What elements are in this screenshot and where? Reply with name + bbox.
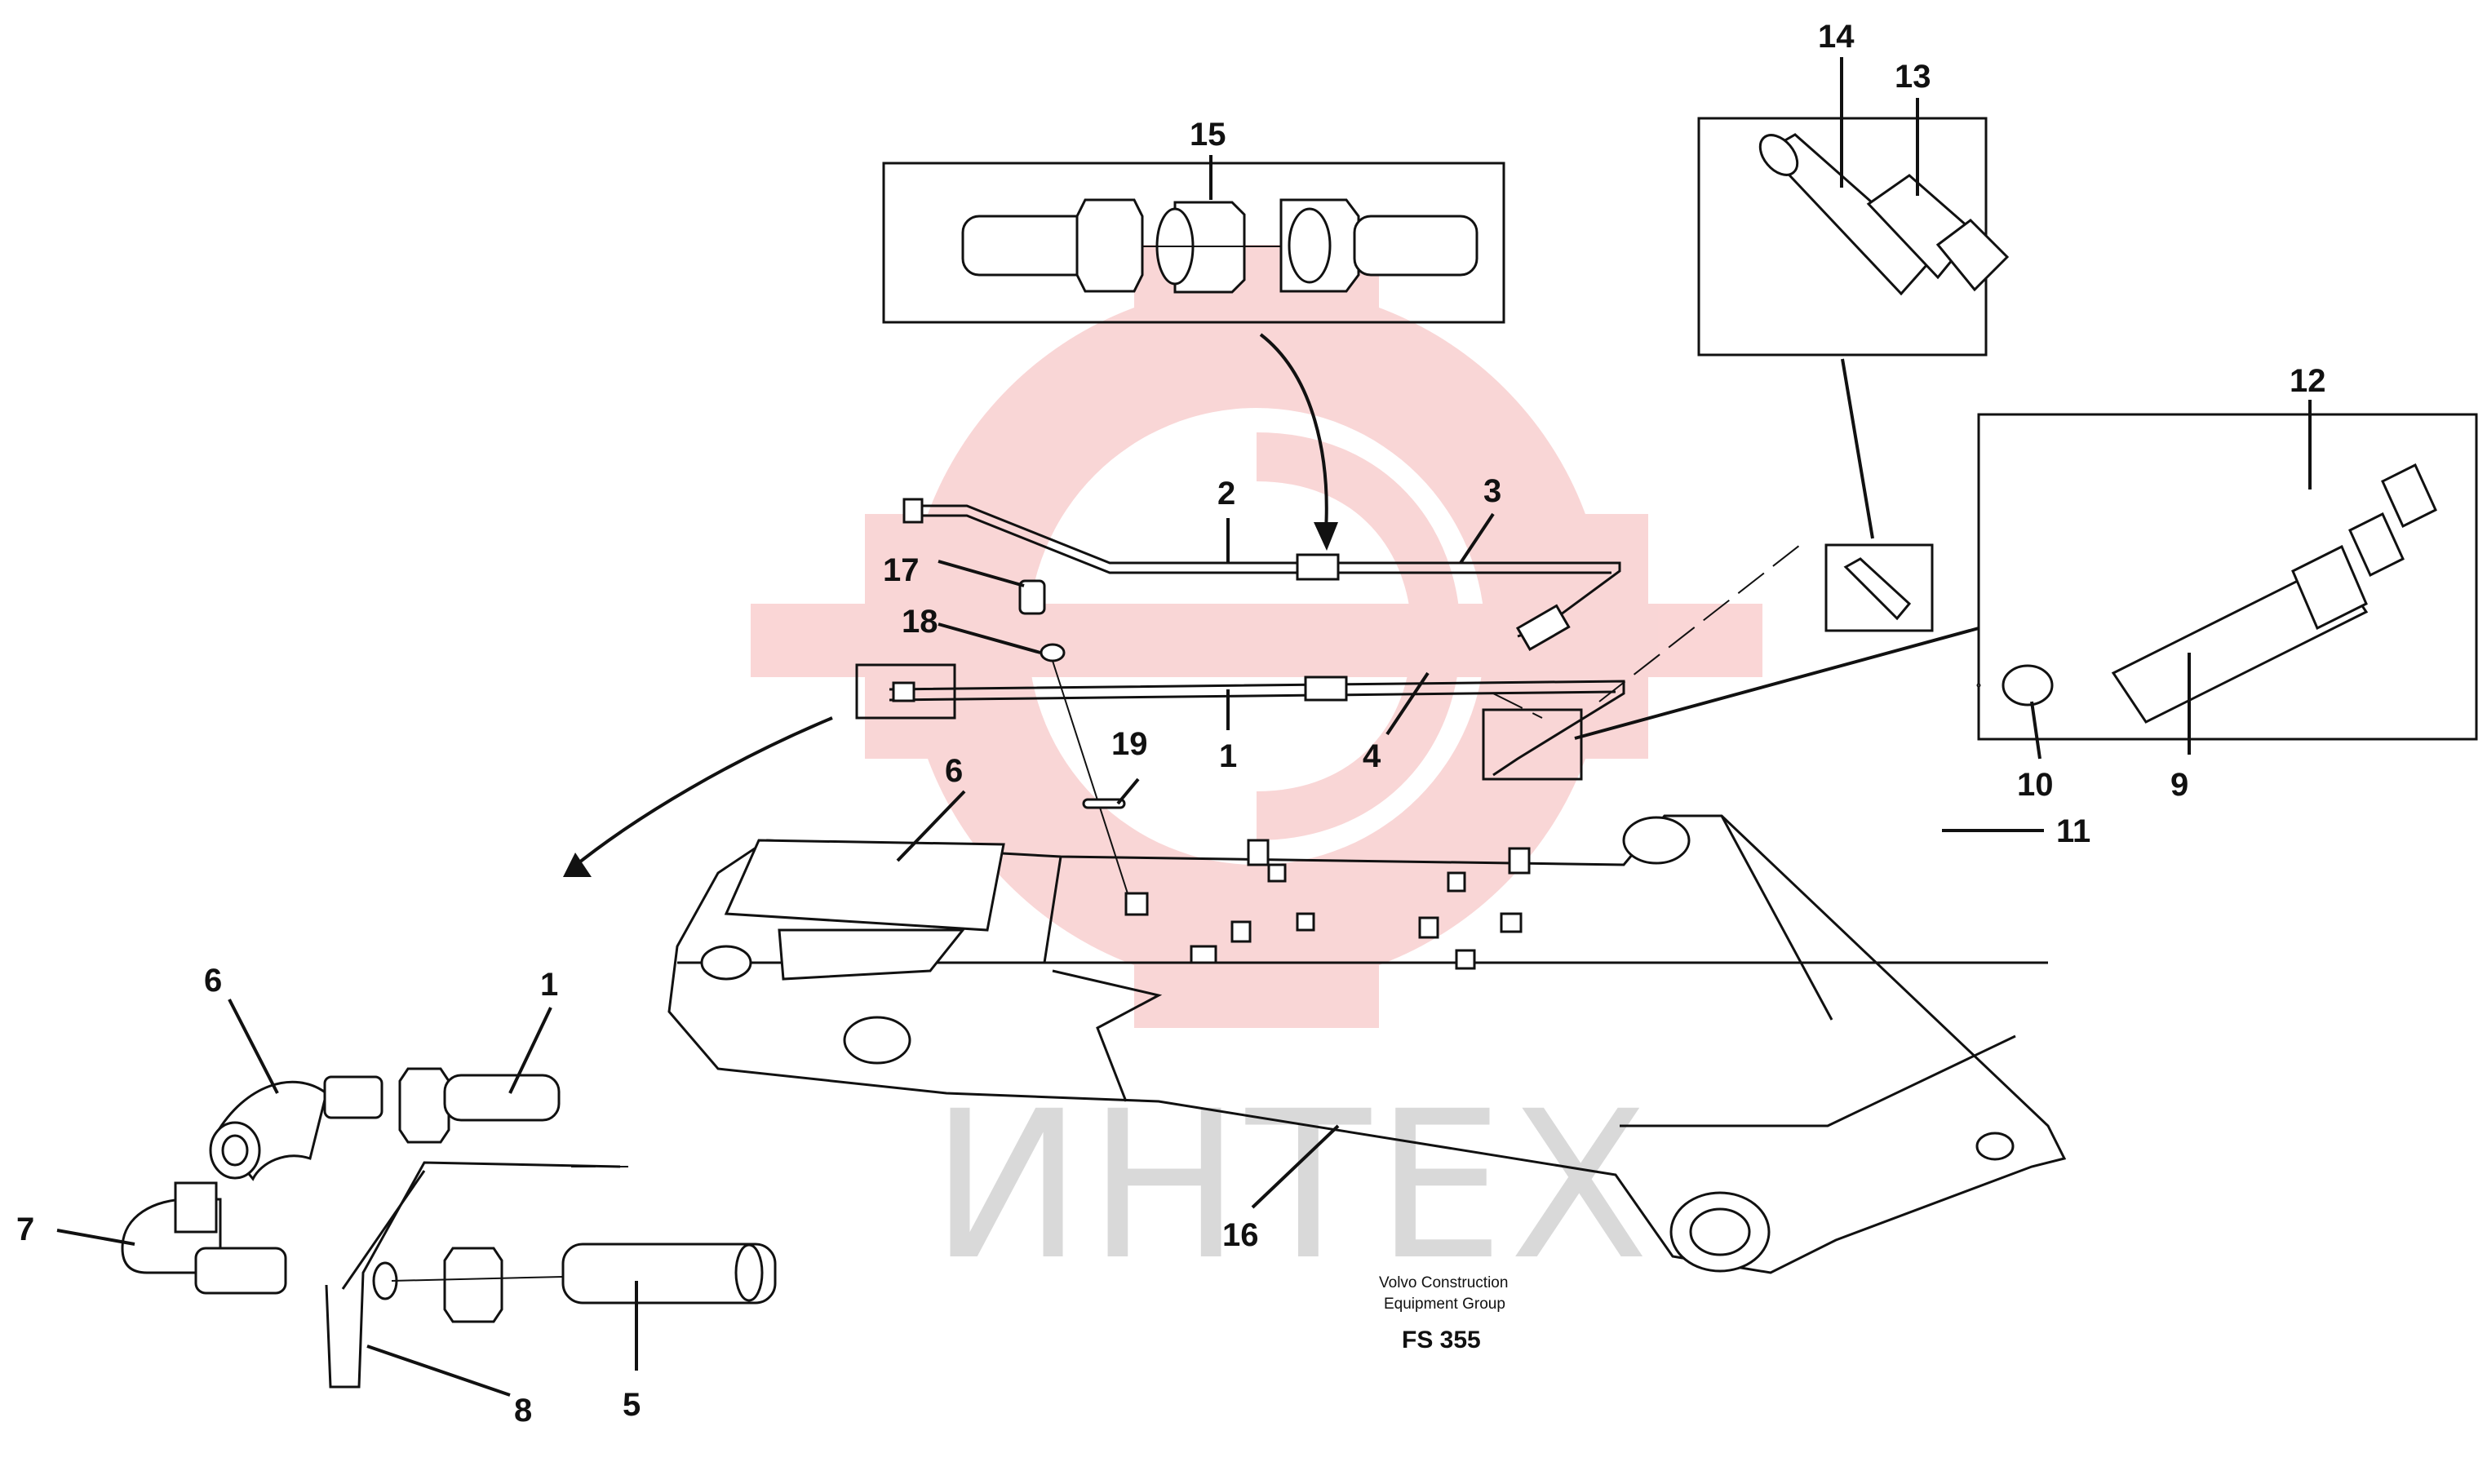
callout-2: 2 <box>1217 476 1235 512</box>
callout-5: 5 <box>623 1387 641 1423</box>
callout-4: 4 <box>1363 738 1381 774</box>
figure-code: FS 355 <box>1402 1327 1481 1353</box>
callout-11: 11 <box>2056 813 2090 849</box>
callout-1-pipe: 1 <box>1219 738 1237 774</box>
callout-6-boom: 6 <box>945 753 963 789</box>
callout-19: 19 <box>1111 726 1148 762</box>
leaders <box>56 57 2312 1397</box>
callout-12: 12 <box>2290 363 2326 399</box>
callout-1-detail: 1 <box>540 967 558 1003</box>
callout-8: 8 <box>514 1393 532 1429</box>
callout-17: 17 <box>883 552 920 588</box>
callout-13: 13 <box>1895 59 1931 95</box>
detail-fittings <box>121 1067 777 1389</box>
callout-18: 18 <box>902 604 938 640</box>
callout-7: 7 <box>16 1212 34 1247</box>
callout-10: 10 <box>2017 767 2054 803</box>
caption-line-2: Equipment Group <box>1384 1296 1505 1313</box>
arrow-15 <box>1259 333 1328 531</box>
arrow-to-detail <box>570 716 833 870</box>
callout-9: 9 <box>2170 767 2188 803</box>
callout-3: 3 <box>1483 473 1501 509</box>
callout-16: 16 <box>1222 1217 1259 1253</box>
callout-14: 14 <box>1818 19 1855 55</box>
callout-6-detail: 6 <box>204 963 222 999</box>
inset-fitting-14-13 <box>1697 117 2010 357</box>
callout-15: 15 <box>1190 117 1226 153</box>
inset-fitting-12-9-10 <box>1976 413 2478 741</box>
caption-line-1: Volvo Construction <box>1379 1274 1508 1291</box>
leader-inset-1413 <box>1841 358 1874 539</box>
pipes <box>855 498 1625 777</box>
dash-lines <box>571 542 1804 1167</box>
bolt-washer-strap <box>1018 579 1135 915</box>
inset-coupling <box>882 162 1505 324</box>
leader-inset-12 <box>1574 627 1979 740</box>
boom-arm <box>667 814 2067 1274</box>
watermark-text: ИНТЕХ <box>930 1067 1654 1305</box>
